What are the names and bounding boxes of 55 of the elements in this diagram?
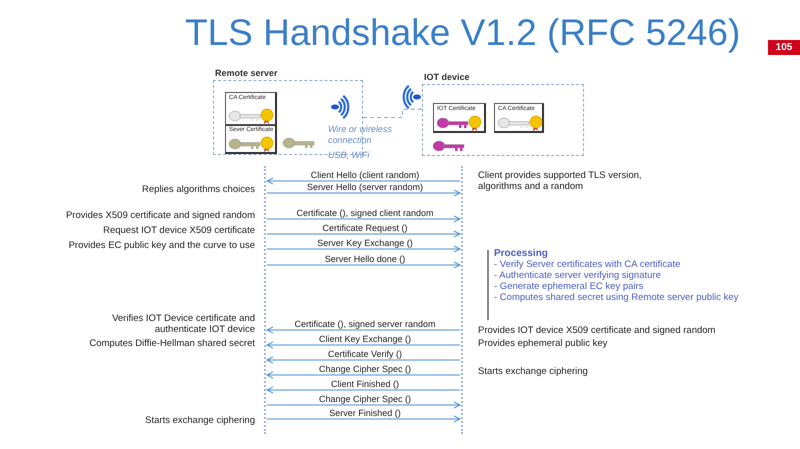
processing-step: - Authenticate server verifying signature <box>494 270 661 281</box>
processing-step: - Generate ephemeral EC key pairs <box>494 281 644 292</box>
message-arrow <box>267 189 461 197</box>
message-label: Client Hello (client random) <box>308 170 422 180</box>
message-arrow <box>267 215 461 223</box>
message-arrow <box>267 261 461 269</box>
message-label: Client Finished () <box>328 379 402 389</box>
server-action-note: Verifies IOT Device certificate and authenticate IOT device <box>111 313 255 335</box>
message-label: Server Finished () <box>327 408 403 418</box>
message-label: Server Hello (server random) <box>304 182 426 192</box>
certificate-card <box>494 103 544 133</box>
device-action-note: Provides IOT device X509 certificate and signed random <box>478 325 716 336</box>
certificate-card <box>225 92 277 126</box>
message-label: Certificate Verify () <box>326 349 404 359</box>
message-arrow <box>266 371 460 379</box>
page-number: 105 <box>768 40 800 55</box>
server-action-note: Provides EC public key and the curve to use <box>68 240 255 251</box>
certificate-card <box>433 103 486 133</box>
group-heading: Remote server <box>215 68 278 78</box>
server-action-note: Starts exchange ciphering <box>144 415 255 426</box>
certificate-card <box>225 124 277 154</box>
server-action-note: Provides X509 certificate and signed random <box>64 210 255 221</box>
group-heading: IOT device <box>424 72 470 82</box>
connection-note: Wire or wireless connection <box>328 124 393 146</box>
connection-note: USB, WiFi <box>328 150 370 161</box>
message-label: Certificate (), signed client random <box>294 208 436 218</box>
processing-step: - Verify Server certificates with CA certificate <box>494 259 680 270</box>
message-label: Change Cipher Spec () <box>316 364 414 374</box>
processing-step: - Computes shared secret using Remote server public key <box>494 292 738 303</box>
message-label: Certificate Request () <box>320 223 410 233</box>
message-arrow <box>266 341 460 349</box>
lifeline <box>264 166 267 434</box>
message-arrow <box>266 386 460 394</box>
server-action-note: Replies algorithms choices <box>141 184 255 195</box>
message-label: Server Key Exchange () <box>315 238 415 248</box>
message-arrow <box>266 326 460 334</box>
message-arrow <box>267 230 461 238</box>
message-label: Change Cipher Spec () <box>316 394 414 404</box>
connection-line <box>363 108 422 118</box>
slide-title: TLS Handshake V1.2 (RFC 5246) <box>185 12 740 54</box>
message-label: Client Key Exchange () <box>316 334 414 344</box>
server-action-note: Request IOT device X509 certificate <box>102 225 255 236</box>
message-arrow <box>267 245 461 253</box>
processing-heading: Processing <box>494 248 548 259</box>
message-arrow <box>267 415 461 423</box>
message-label: Certificate (), signed server random <box>292 319 438 329</box>
device-action-note: Starts exchange ciphering <box>478 366 589 377</box>
message-arrow <box>266 177 460 185</box>
message-arrow <box>267 401 461 409</box>
message-label: Server Hello done () <box>322 254 408 264</box>
device-action-note: Provides ephemeral public key <box>478 338 608 349</box>
lifeline <box>461 166 464 434</box>
server-action-note: Computes Diffie-Hellman shared secret <box>88 338 255 349</box>
message-arrow <box>266 356 460 364</box>
device-action-note: Client provides supported TLS version, algorithms and a random <box>478 170 643 192</box>
